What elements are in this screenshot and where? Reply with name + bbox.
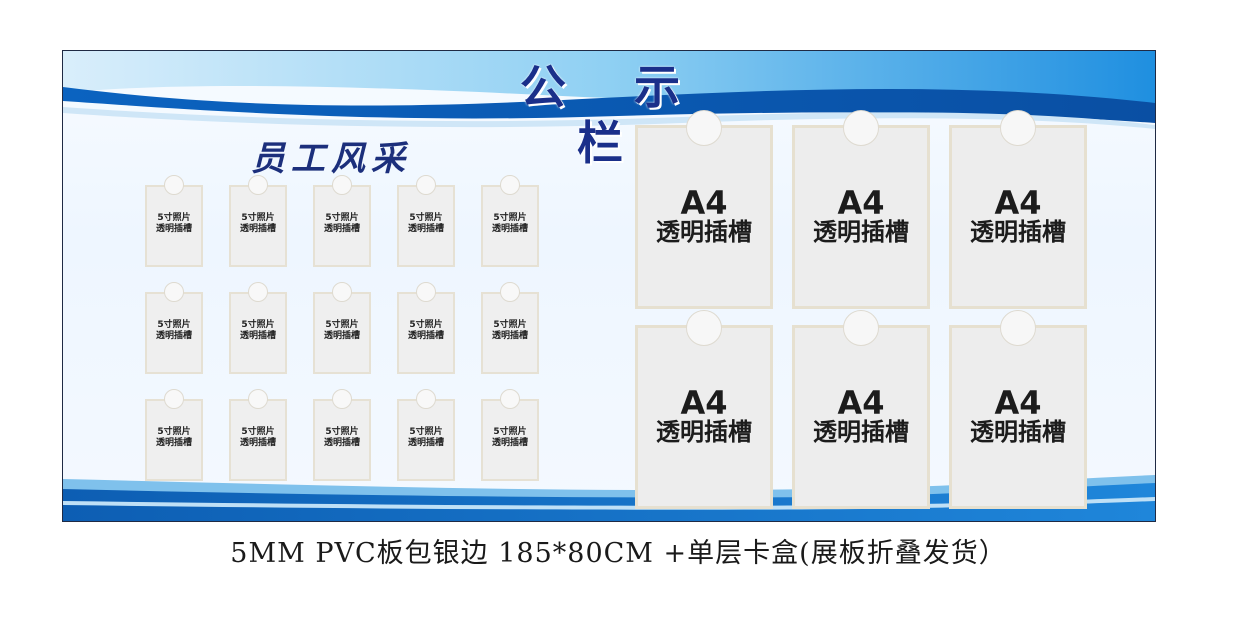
a4-slot-label: 透明插槽 — [970, 418, 1066, 446]
slot-notch — [248, 175, 268, 195]
photo-slot-size-label: 5寸照片 — [409, 320, 443, 330]
photo-slot: 5寸照片透明插槽 — [229, 175, 287, 267]
notice-board: 公 示 栏 员工风采 5寸照片透明插槽 5寸照片透明插槽 5寸照片透明插槽 5寸… — [62, 50, 1156, 522]
photo-slot: 5寸照片透明插槽 — [397, 282, 455, 374]
board-title: 公 示 栏 — [519, 60, 706, 170]
photo-slot-size-label: 5寸照片 — [325, 320, 359, 330]
a4-slot-label: 透明插槽 — [656, 418, 752, 446]
slot-notch — [164, 282, 184, 302]
a4-size-label: A4 — [994, 184, 1042, 222]
photo-slot: 5寸照片透明插槽 — [481, 389, 539, 481]
slot-notch — [416, 282, 436, 302]
section-title-staff-showcase: 员工风采 — [251, 139, 411, 179]
slot-notch — [843, 310, 879, 346]
photo-slot: 5寸照片透明插槽 — [397, 389, 455, 481]
slot-notch — [500, 282, 520, 302]
photo-slot-size-label: 5寸照片 — [325, 427, 359, 437]
photo-slot-label: 透明插槽 — [407, 438, 444, 448]
slot-notch — [500, 175, 520, 195]
photo-slot-size-label: 5寸照片 — [157, 213, 191, 223]
photo-slot: 5寸照片透明插槽 — [145, 282, 203, 374]
slot-notch — [1000, 310, 1036, 346]
photo-slot: 5寸照片透明插槽 — [313, 282, 371, 374]
slot-notch — [164, 175, 184, 195]
photo-slot-label: 透明插槽 — [155, 224, 192, 234]
photo-slot: 5寸照片透明插槽 — [313, 389, 371, 481]
a4-size-label: A4 — [837, 184, 885, 222]
slot-notch — [332, 175, 352, 195]
a4-slot-label: 透明插槽 — [656, 218, 752, 246]
photo-slot-label: 透明插槽 — [323, 331, 360, 341]
photo-slot-size-label: 5寸照片 — [409, 213, 443, 223]
photo-slot-label: 透明插槽 — [239, 331, 276, 341]
top-wave-decoration — [63, 51, 1155, 129]
photo-slot: 5寸照片透明插槽 — [145, 389, 203, 481]
slot-notch — [416, 389, 436, 409]
slot-notch — [416, 175, 436, 195]
photo-slot-label: 透明插槽 — [323, 438, 360, 448]
photo-slot-size-label: 5寸照片 — [493, 213, 527, 223]
photo-slot-size-label: 5寸照片 — [241, 213, 275, 223]
a4-size-label: A4 — [680, 184, 728, 222]
slot-notch — [500, 389, 520, 409]
photo-slot: 5寸照片透明插槽 — [397, 175, 455, 267]
product-caption: 5MM PVC板包银边 185*80CM +单层卡盒(展板折叠发货） — [230, 538, 1007, 569]
photo-slot: 5寸照片透明插槽 — [145, 175, 203, 267]
slot-notch — [332, 389, 352, 409]
slot-notch — [248, 389, 268, 409]
slot-notch — [164, 389, 184, 409]
photo-slot-label: 透明插槽 — [155, 331, 192, 341]
photo-slot-size-label: 5寸照片 — [409, 427, 443, 437]
photo-slot-size-label: 5寸照片 — [241, 320, 275, 330]
photo-slot-label: 透明插槽 — [491, 331, 528, 341]
photo-slot-label: 透明插槽 — [239, 438, 276, 448]
a4-slot-label: 透明插槽 — [970, 218, 1066, 246]
a4-slot-label: 透明插槽 — [813, 418, 909, 446]
photo-slot-size-label: 5寸照片 — [493, 320, 527, 330]
a4-size-label: A4 — [837, 384, 885, 422]
photo-slot: 5寸照片透明插槽 — [481, 175, 539, 267]
photo-slot-size-label: 5寸照片 — [493, 427, 527, 437]
photo-slot-size-label: 5寸照片 — [241, 427, 275, 437]
photo-slot: 5寸照片透明插槽 — [481, 282, 539, 374]
photo-slot-label: 透明插槽 — [491, 224, 528, 234]
a4-slot-label: 透明插槽 — [813, 218, 909, 246]
photo-slot-label: 透明插槽 — [491, 438, 528, 448]
slot-notch — [843, 110, 879, 146]
photo-slot-label: 透明插槽 — [239, 224, 276, 234]
slot-notch — [686, 310, 722, 346]
slot-notch — [332, 282, 352, 302]
a4-size-label: A4 — [994, 384, 1042, 422]
photo-slot-label: 透明插槽 — [407, 331, 444, 341]
slot-notch — [1000, 110, 1036, 146]
photo-slot-label: 透明插槽 — [155, 438, 192, 448]
photo-slot: 5寸照片透明插槽 — [313, 175, 371, 267]
photo-slot-size-label: 5寸照片 — [157, 320, 191, 330]
photo-slot: 5寸照片透明插槽 — [229, 389, 287, 481]
photo-slot-label: 透明插槽 — [407, 224, 444, 234]
a4-size-label: A4 — [680, 384, 728, 422]
photo-slot-size-label: 5寸照片 — [157, 427, 191, 437]
photo-slot-label: 透明插槽 — [323, 224, 360, 234]
photo-slot-size-label: 5寸照片 — [325, 213, 359, 223]
slot-notch — [686, 110, 722, 146]
slot-notch — [248, 282, 268, 302]
photo-slot: 5寸照片透明插槽 — [229, 282, 287, 374]
